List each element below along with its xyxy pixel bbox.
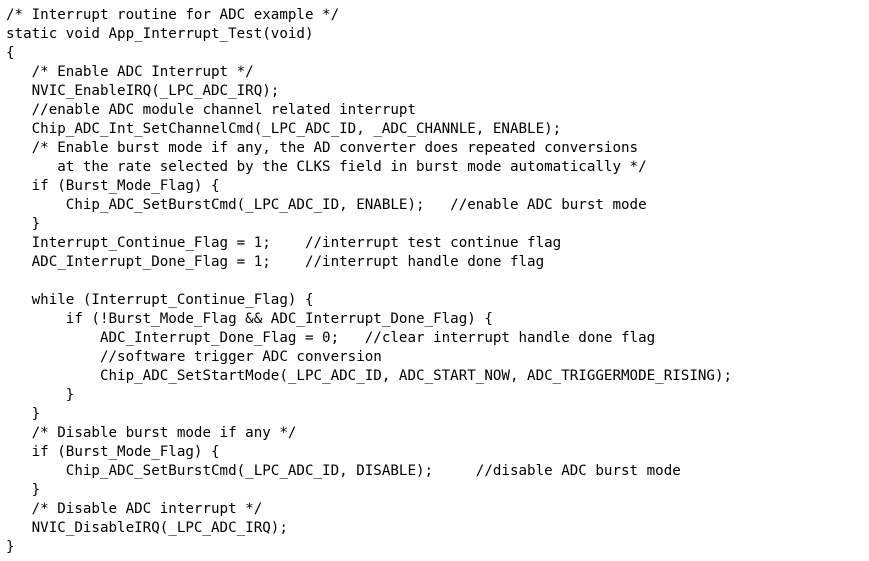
code-listing: /* Interrupt routine for ADC example */ s… xyxy=(6,6,732,557)
code-line: NVIC_DisableIRQ(_LPC_ADC_IRQ); xyxy=(6,520,288,536)
code-line: } xyxy=(6,216,41,232)
code-line: /* Disable burst mode if any */ xyxy=(6,425,297,441)
code-line: while (Interrupt_Continue_Flag) { xyxy=(6,292,314,308)
code-line: Interrupt_Continue_Flag = 1; //interrupt… xyxy=(6,235,562,251)
code-line: } xyxy=(6,387,75,403)
code-line: //software trigger ADC conversion xyxy=(6,349,382,365)
code-line: } xyxy=(6,482,41,498)
code-line xyxy=(6,272,732,291)
code-line: /* Enable burst mode if any, the AD conv… xyxy=(6,140,639,156)
code-line: Chip_ADC_SetBurstCmd(_LPC_ADC_ID, ENABLE… xyxy=(6,197,647,213)
code-line: } xyxy=(6,539,15,555)
code-line: /* Enable ADC Interrupt */ xyxy=(6,64,254,80)
code-line: ADC_Interrupt_Done_Flag = 1; //interrupt… xyxy=(6,254,545,270)
code-line: static void App_Interrupt_Test(void) xyxy=(6,26,314,42)
code-line: if (Burst_Mode_Flag) { xyxy=(6,178,220,194)
code-line: if (!Burst_Mode_Flag && ADC_Interrupt_Do… xyxy=(6,311,493,327)
code-line: Chip_ADC_Int_SetChannelCmd(_LPC_ADC_ID, … xyxy=(6,121,562,137)
code-line: if (Burst_Mode_Flag) { xyxy=(6,444,220,460)
code-line: ADC_Interrupt_Done_Flag = 0; //clear int… xyxy=(6,330,656,346)
code-line: { xyxy=(6,45,15,61)
code-line: } xyxy=(6,406,41,422)
code-line: /* Disable ADC interrupt */ xyxy=(6,501,263,517)
code-line: NVIC_EnableIRQ(_LPC_ADC_IRQ); xyxy=(6,83,280,99)
code-line: at the rate selected by the CLKS field i… xyxy=(6,159,647,175)
code-line: Chip_ADC_SetStartMode(_LPC_ADC_ID, ADC_S… xyxy=(6,368,733,384)
code-line: //enable ADC module channel related inte… xyxy=(6,102,416,118)
code-line: Chip_ADC_SetBurstCmd(_LPC_ADC_ID, DISABL… xyxy=(6,463,681,479)
code-line: /* Interrupt routine for ADC example */ xyxy=(6,7,340,23)
